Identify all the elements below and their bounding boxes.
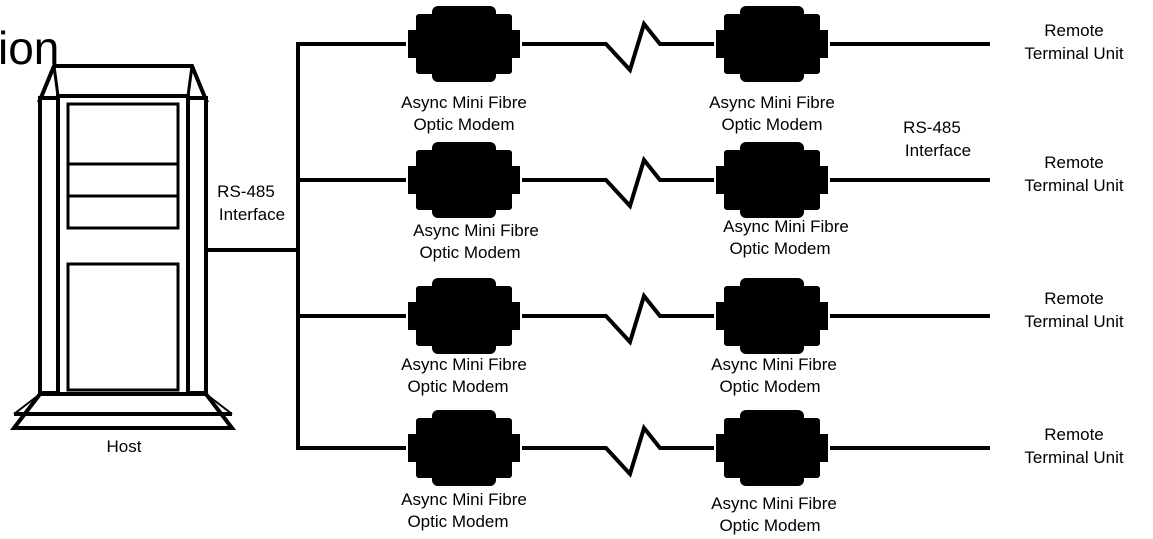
- remote-modem-icon: [716, 142, 828, 218]
- rtu-label-line1: Remote: [1044, 21, 1104, 40]
- local-modem-icon: [408, 410, 520, 486]
- remote-modem-icon: [716, 6, 828, 82]
- link-row-1: Async Mini Fibre Optic Modem Async Mini …: [296, 6, 1124, 134]
- link-row-2: Async Mini Fibre Optic Modem Async Mini …: [296, 142, 1124, 262]
- rtu-label-line1: Remote: [1044, 425, 1104, 444]
- local-modem-icon: [408, 6, 520, 82]
- local-modem-label-line1: Async Mini Fibre: [401, 355, 527, 374]
- local-modem-label-line2: Optic Modem: [407, 512, 508, 531]
- remote-modem-label-line2: Optic Modem: [719, 516, 820, 535]
- host-computer: [9, 64, 237, 430]
- local-modem-label-line1: Async Mini Fibre: [413, 221, 539, 240]
- local-modem-label-line2: Optic Modem: [413, 115, 514, 134]
- remote-modem-icon: [716, 278, 828, 354]
- remote-modem-label-line1: Async Mini Fibre: [711, 494, 837, 513]
- remote-interface-line1: RS-485: [903, 118, 961, 137]
- host-interface-line1: RS-485: [217, 182, 275, 201]
- local-modem-icon: [408, 142, 520, 218]
- remote-modem-label-line2: Optic Modem: [719, 377, 820, 396]
- host-interface-line2: Interface: [219, 205, 285, 224]
- remote-interface-line2: Interface: [905, 141, 971, 160]
- rtu-label-line1: Remote: [1044, 153, 1104, 172]
- remote-modem-label-line1: Async Mini Fibre: [723, 217, 849, 236]
- rtu-label-line2: Terminal Unit: [1024, 312, 1123, 331]
- host-label: Host: [107, 437, 142, 456]
- remote-modem-label-line2: Optic Modem: [729, 239, 830, 258]
- link-row-4: Async Mini Fibre Optic Modem Async Mini …: [296, 410, 1124, 535]
- title-fragment: ion: [0, 22, 59, 74]
- remote-modem-label-line2: Optic Modem: [721, 115, 822, 134]
- local-modem-label-line1: Async Mini Fibre: [401, 93, 527, 112]
- local-modem-icon: [408, 278, 520, 354]
- remote-modem-label-line1: Async Mini Fibre: [711, 355, 837, 374]
- remote-modem-icon: [716, 410, 828, 486]
- link-row-3: Async Mini Fibre Optic Modem Async Mini …: [296, 278, 1124, 396]
- remote-modem-label-line1: Async Mini Fibre: [709, 93, 835, 112]
- rtu-label-line2: Terminal Unit: [1024, 44, 1123, 63]
- rtu-label-line2: Terminal Unit: [1024, 176, 1123, 195]
- local-modem-label-line2: Optic Modem: [407, 377, 508, 396]
- rtu-label-line1: Remote: [1044, 289, 1104, 308]
- local-modem-label-line2: Optic Modem: [419, 243, 520, 262]
- rtu-label-line2: Terminal Unit: [1024, 448, 1123, 467]
- local-modem-label-line1: Async Mini Fibre: [401, 490, 527, 509]
